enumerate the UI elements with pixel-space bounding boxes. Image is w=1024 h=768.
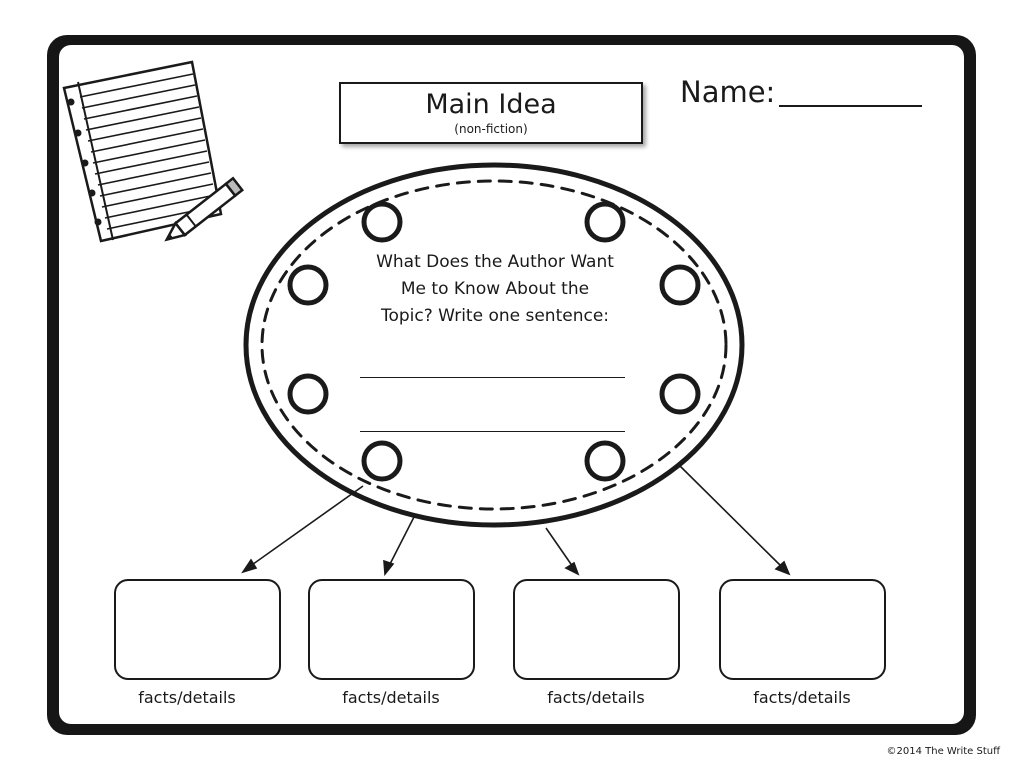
name-field[interactable] (779, 105, 922, 107)
cloud-prompt: What Does the Author Want Me to Know Abo… (345, 249, 645, 330)
main-idea-cloud (243, 162, 745, 528)
cloud-prompt-line: Me to Know About the (400, 279, 590, 299)
cloud-prompt-line: Topic? Write one sentence: (380, 306, 610, 326)
detail-box-1[interactable] (114, 579, 281, 680)
detail-label-4: facts/details (753, 688, 851, 707)
cloud-prompt-line: What Does the Author Want (376, 252, 614, 272)
copyright-notice: ©2014 The Write Stuff (886, 746, 1000, 757)
detail-label-2: facts/details (342, 688, 440, 707)
main-idea-answer-line-2[interactable] (360, 431, 625, 432)
detail-box-4[interactable] (719, 579, 886, 680)
main-idea-answer-line-1[interactable] (360, 377, 625, 378)
notebook-paper-icon (62, 60, 223, 243)
page-subtitle: (non-fiction) (454, 122, 528, 136)
pencil-icon (164, 176, 245, 242)
detail-label-1: facts/details (138, 688, 236, 707)
title-box: Main Idea (non-fiction) (339, 82, 643, 144)
detail-box-2[interactable] (308, 579, 475, 680)
page-title: Main Idea (425, 89, 557, 120)
detail-arrows (241, 465, 791, 577)
name-label: Name: (680, 75, 776, 109)
detail-box-3[interactable] (513, 579, 680, 680)
detail-label-3: facts/details (547, 688, 645, 707)
